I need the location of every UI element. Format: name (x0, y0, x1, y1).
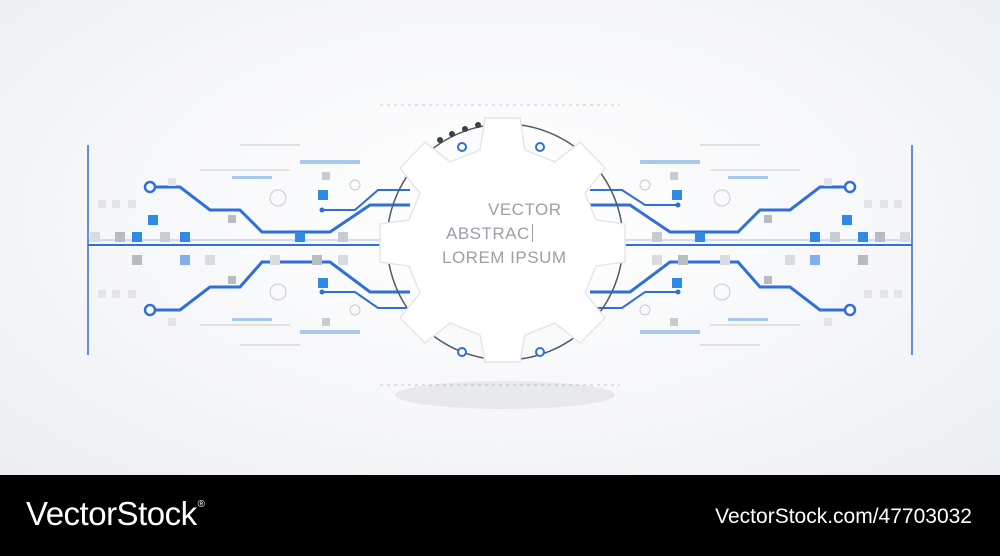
right-data-squares (652, 172, 910, 326)
left-data-squares (90, 172, 348, 326)
brand-logo[interactable]: VectorStock® (26, 495, 205, 533)
caption-line-2-text: ABSTRAC (446, 224, 530, 243)
left-circuit-traces (152, 185, 410, 312)
circuit-board-icon (87, 104, 913, 409)
right-circuit-nodes (675, 180, 857, 317)
gear-shadow (395, 381, 615, 409)
image-id-link[interactable]: VectorStock.com/47703032 (715, 505, 972, 528)
caption-line-3: LOREM IPSUM (442, 248, 567, 267)
gear-icon (379, 117, 626, 363)
faint-decorations (200, 104, 800, 386)
registered-mark: ® (197, 499, 205, 510)
left-circuit-nodes (143, 180, 325, 317)
gear-caption: VECTOR ABSTRAC LOREM IPSUM (406, 198, 596, 270)
right-circuit-traces (590, 185, 848, 312)
ring-beads (437, 122, 545, 357)
brand-name: VectorStock (26, 495, 197, 532)
caption-line-2: ABSTRAC (446, 222, 596, 246)
footer-bar: VectorStock® VectorStock.com/47703032 (0, 475, 1000, 556)
artwork-canvas: VECTOR ABSTRAC LOREM IPSUM (0, 0, 1000, 475)
dotted-bars (232, 160, 768, 334)
text-cursor (531, 224, 533, 242)
caption-line-1: VECTOR (488, 200, 562, 219)
